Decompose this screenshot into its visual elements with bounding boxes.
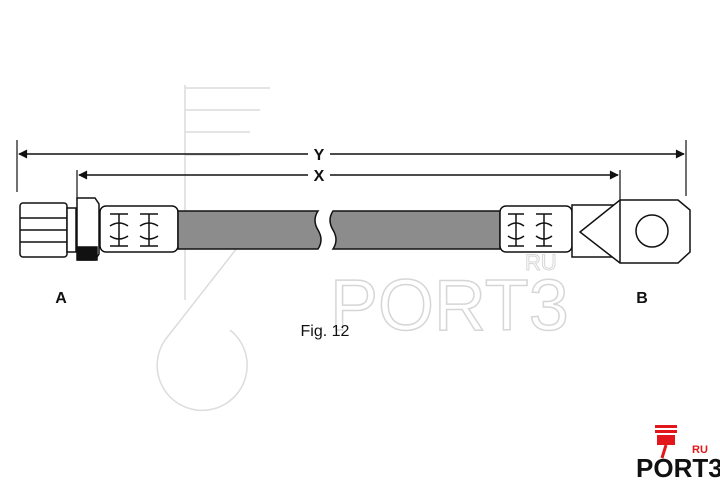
watermark-suffix: RU	[525, 250, 557, 275]
dimension-x-label: X	[314, 168, 325, 185]
watermark-text: PORT3	[330, 266, 569, 346]
end-label-a: A	[55, 290, 67, 307]
dimension-y: Y	[18, 147, 685, 164]
figure-caption: Fig. 12	[301, 323, 350, 340]
hose	[177, 210, 501, 250]
logo-text: PORT3	[636, 453, 720, 483]
fitting-b	[499, 199, 691, 264]
fitting-a	[19, 197, 179, 261]
extension-lines	[16, 140, 687, 200]
dimension-y-label: Y	[314, 147, 325, 164]
port3-logo: RU PORT3	[636, 425, 720, 483]
banjo-eye-icon	[635, 214, 669, 248]
end-label-b: B	[636, 290, 648, 307]
logo-suffix: RU	[692, 444, 708, 456]
watermark: PORT3 RU	[156, 85, 570, 412]
dimension-x: X	[78, 168, 619, 185]
